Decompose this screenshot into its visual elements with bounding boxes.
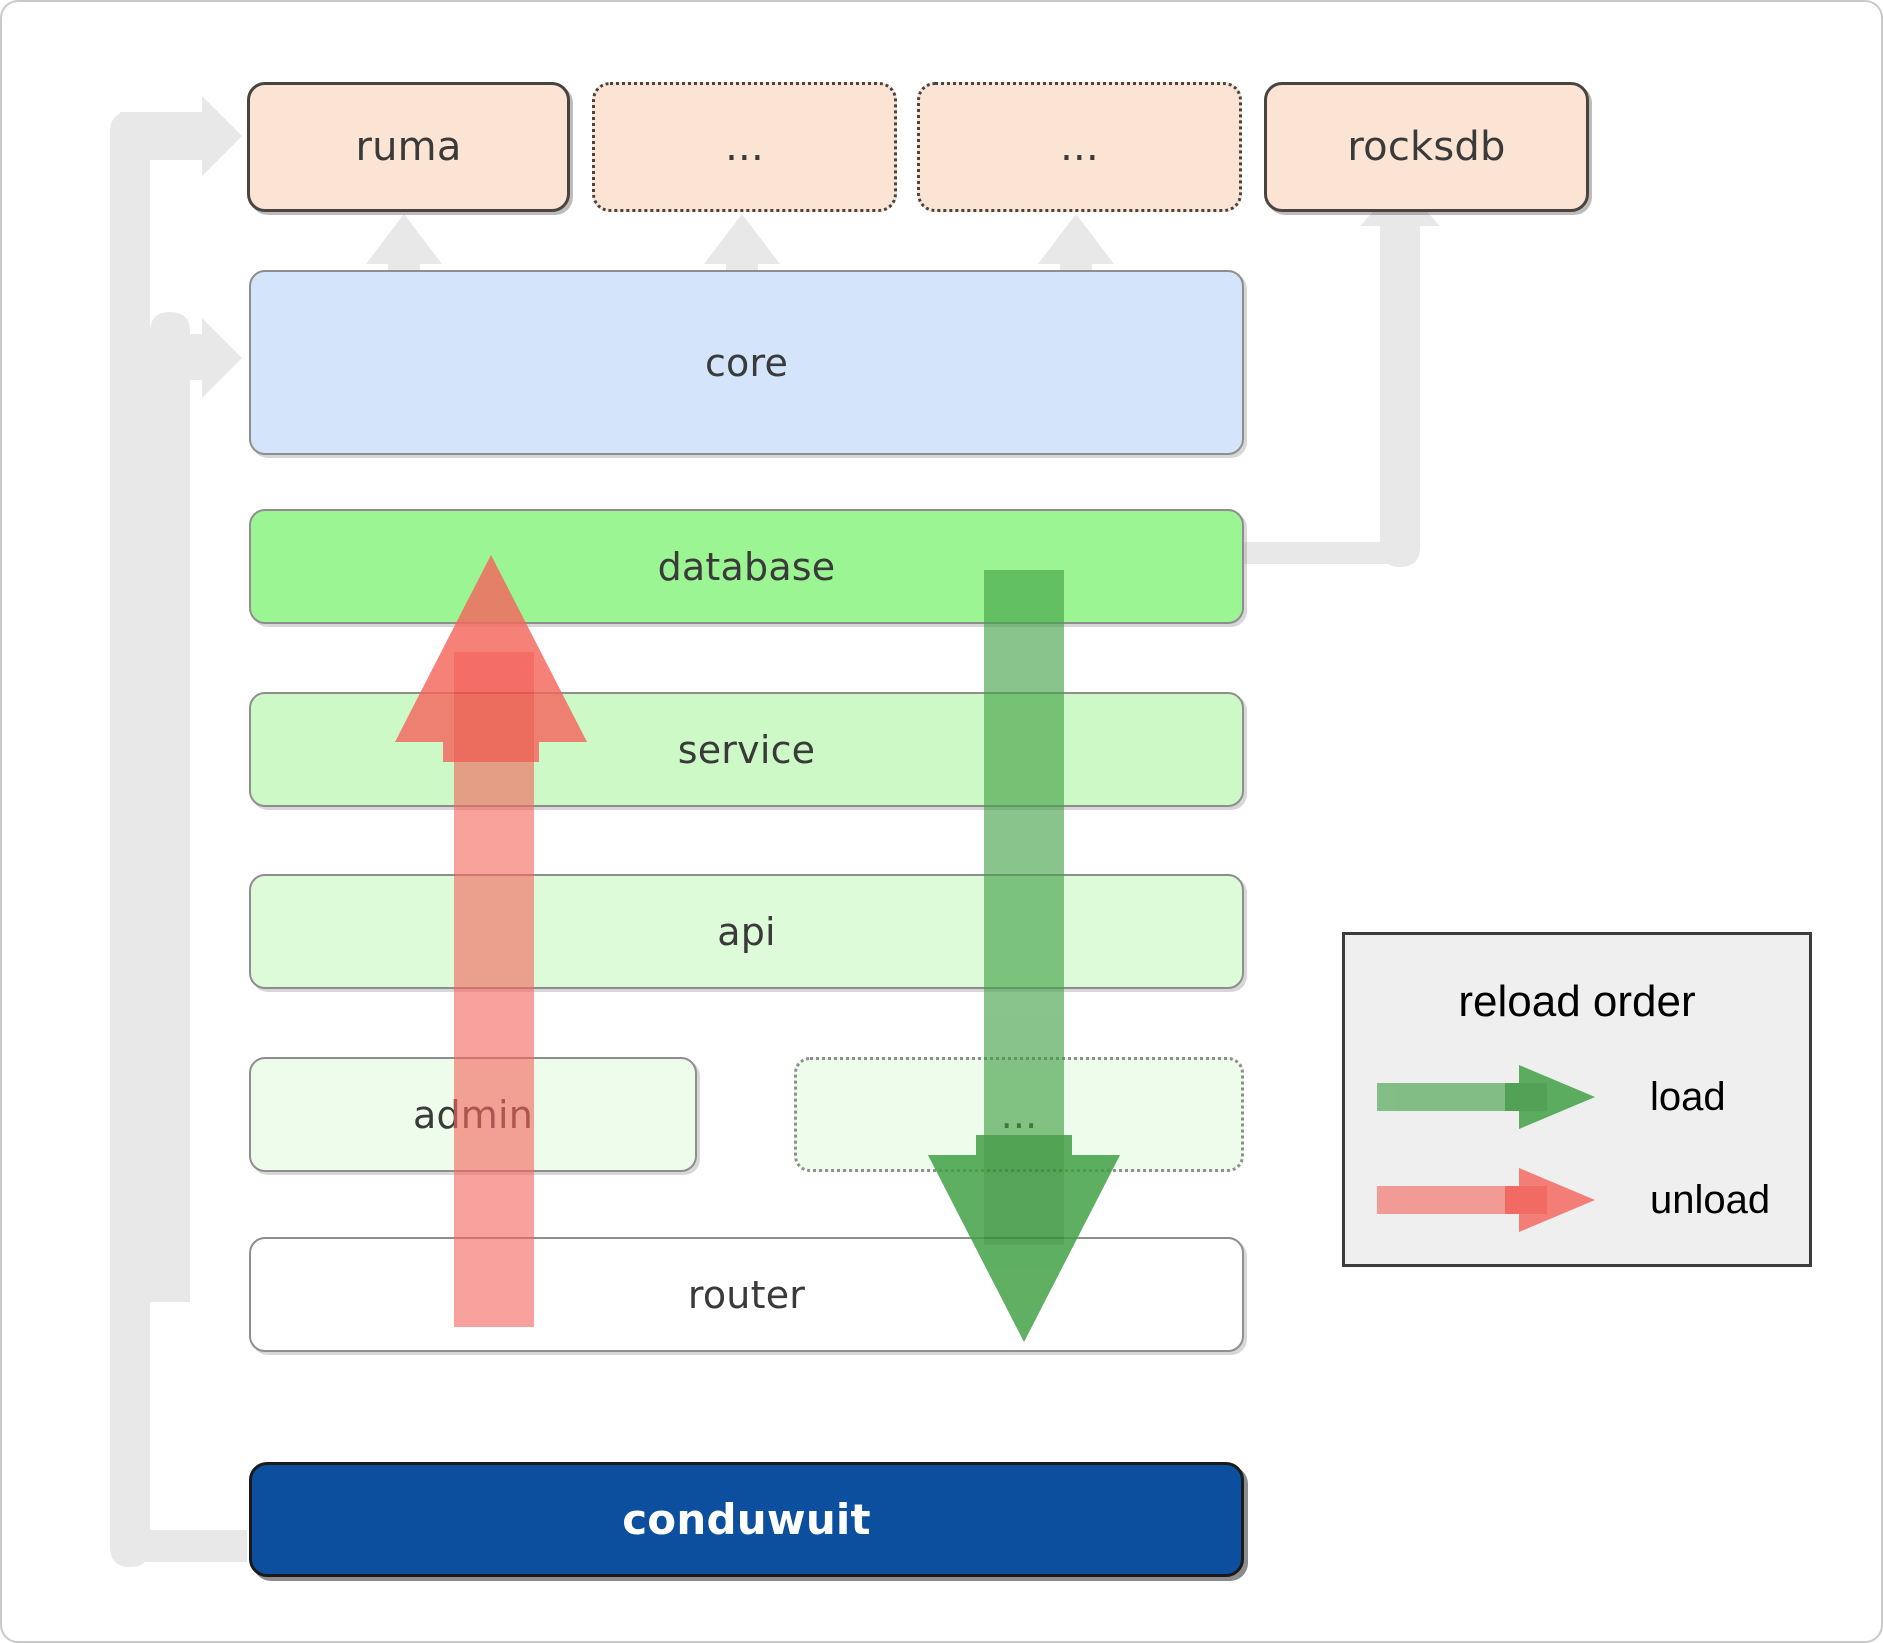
legend-arrow-unload — [1377, 1168, 1595, 1232]
legend-label-load: load — [1650, 1075, 1726, 1119]
arrowhead-core-to-dots2 — [1038, 214, 1114, 284]
load-arrow-overlay — [928, 1135, 1120, 1342]
arrowhead-ruma — [198, 96, 242, 176]
layer-box-core[interactable]: core — [249, 270, 1244, 455]
arrowhead-core-to-dots1 — [704, 214, 780, 284]
dependency-box-dots-2[interactable]: ... — [917, 82, 1242, 212]
arrowhead-core-to-ruma — [366, 214, 442, 284]
layer-box-api[interactable]: api — [249, 874, 1244, 989]
layer-box-database[interactable]: database — [249, 509, 1244, 624]
root-box-conduwuit[interactable]: conduwuit — [249, 1462, 1244, 1577]
unload-arrow-overlay — [395, 555, 587, 762]
connector-conduwuit-to-ruma — [120, 1530, 247, 1562]
arrowhead-core — [198, 318, 242, 398]
legend-panel: reload order load unload — [1342, 932, 1812, 1267]
legend-title: reload order — [1458, 977, 1696, 1026]
connector-database-to-rocksdb — [1242, 542, 1402, 564]
dependency-box-dots-1[interactable]: ... — [592, 82, 897, 212]
legend-label-unload: unload — [1650, 1178, 1771, 1222]
root-label-conduwuit: conduwuit — [622, 1495, 871, 1544]
legend-arrow-load — [1377, 1065, 1595, 1129]
